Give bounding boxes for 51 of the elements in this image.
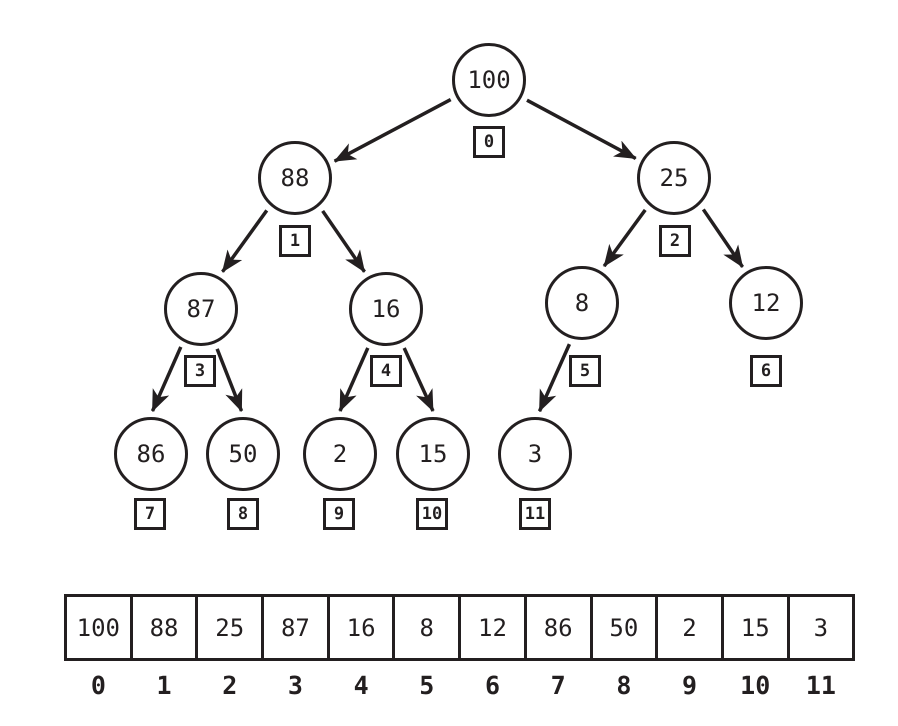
index-tag: 1 [279, 225, 311, 257]
arrow [338, 347, 370, 412]
index-tag: 3 [184, 355, 216, 387]
array-index: 7 [550, 673, 566, 698]
array-index: 6 [484, 673, 500, 698]
array-index: 9 [682, 673, 698, 698]
heap-node: 3 [498, 417, 572, 491]
arrow [334, 98, 452, 163]
heap-node: 25 [637, 141, 711, 215]
array-cell: 12 [458, 594, 527, 661]
array-index: 4 [354, 673, 369, 698]
arrow [402, 347, 435, 412]
heap-node: 88 [258, 141, 332, 215]
array-index: 1 [156, 673, 172, 698]
array-index: 10 [740, 673, 770, 698]
array-index: 8 [616, 673, 632, 698]
index-tag: 11 [519, 498, 551, 530]
heap-node: 2 [303, 417, 377, 491]
heap-node: 100 [452, 43, 526, 117]
array-index: 3 [288, 673, 303, 698]
array-index: 2 [222, 673, 238, 698]
arrow [221, 209, 268, 273]
index-tag: 10 [416, 498, 448, 530]
arrow [538, 343, 572, 412]
index-tag: 6 [750, 355, 782, 387]
arrow [702, 208, 744, 268]
arrow [321, 210, 366, 273]
arrow [602, 208, 647, 268]
heap-node: 87 [164, 272, 238, 346]
heap-node: 15 [396, 417, 470, 491]
heap-node: 12 [729, 266, 803, 340]
arrow [215, 348, 244, 412]
index-tag: 0 [473, 126, 505, 158]
array-index: 5 [419, 673, 434, 698]
array-index: 0 [90, 673, 106, 698]
array-index: 11 [806, 673, 836, 698]
heap-node: 86 [114, 417, 188, 491]
index-tag: 5 [569, 355, 601, 387]
index-tag: 7 [134, 498, 166, 530]
heap-node: 50 [206, 417, 280, 491]
array-cell: 100 [64, 594, 133, 661]
array-cell: 87 [261, 594, 330, 661]
index-tag: 4 [370, 355, 402, 387]
arrow [150, 346, 182, 412]
index-tag: 2 [659, 225, 691, 257]
heap-node: 8 [545, 266, 619, 340]
array-cell: 2 [655, 594, 724, 661]
arrow [526, 98, 637, 160]
heap-node: 16 [349, 272, 423, 346]
index-tag: 8 [227, 498, 259, 530]
index-tag: 9 [323, 498, 355, 530]
